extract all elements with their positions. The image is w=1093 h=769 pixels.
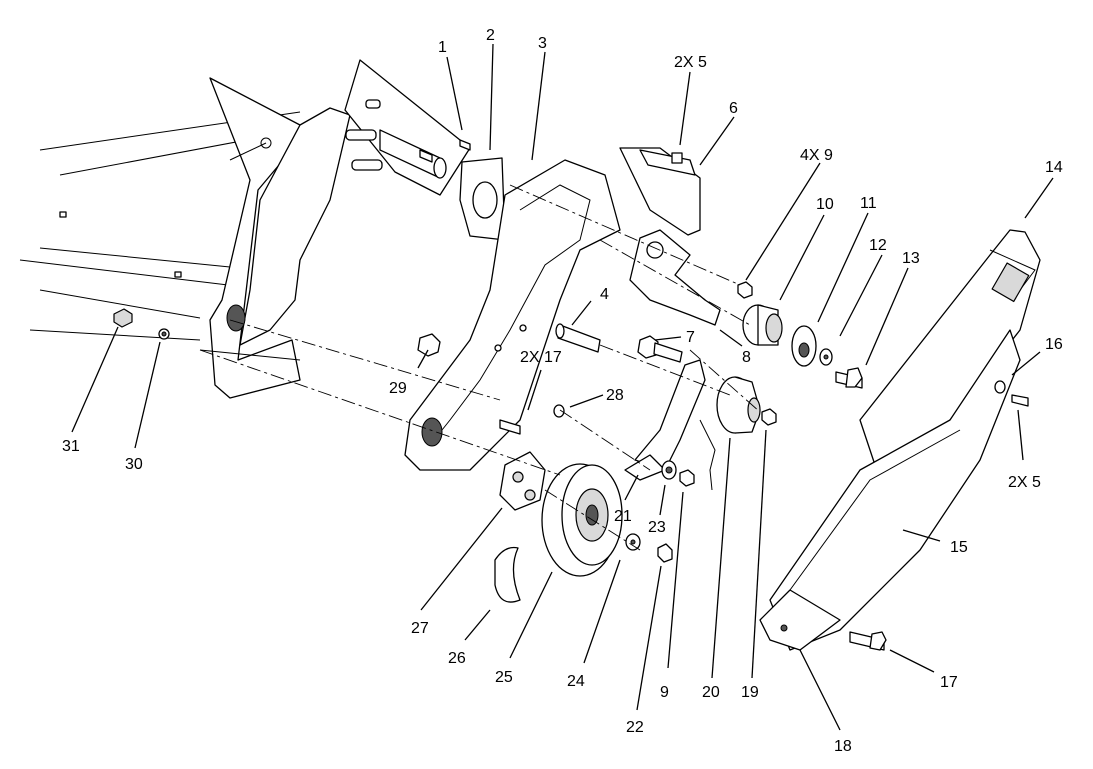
callout-12: 12 — [869, 237, 887, 254]
callout-8: 8 — [742, 349, 751, 366]
callout-10: 10 — [816, 196, 834, 213]
part-15-cover — [769, 329, 1021, 651]
callout-21: 21 — [614, 508, 632, 525]
part-17-bolt — [499, 419, 521, 435]
part-26-key — [494, 546, 521, 603]
callout-25: 25 — [495, 669, 513, 686]
part-29-bolt — [417, 333, 441, 357]
part-22-nut — [657, 543, 673, 563]
part-8-arm — [629, 229, 721, 326]
part-16-washer — [994, 380, 1006, 394]
spring-wire — [699, 419, 716, 491]
callout-24: 24 — [567, 673, 585, 690]
callout-16: 16 — [1045, 336, 1063, 353]
part-31-nut — [113, 308, 133, 328]
callout-4: 4 — [600, 286, 609, 303]
part-3-side-plate — [404, 159, 621, 471]
callout-31: 31 — [62, 438, 80, 455]
callout-15: 15 — [950, 539, 968, 556]
callout-23: 23 — [648, 519, 666, 536]
part-7-bolt — [637, 335, 683, 363]
part-4-spring — [555, 323, 601, 353]
callout-28: 28 — [606, 387, 624, 404]
callout-14: 14 — [1045, 159, 1063, 176]
part-5-screw-right — [1011, 394, 1029, 407]
callout-26: 26 — [448, 650, 466, 667]
callout-30: 30 — [125, 456, 143, 473]
callout-labels: 1 2 3 2X 5 6 4X 9 10 11 12 13 14 4 7 8 2… — [62, 27, 1063, 755]
shaft-assembly — [344, 59, 471, 196]
callout-27: 27 — [411, 620, 429, 637]
callout-22: 22 — [626, 719, 644, 736]
assembly-axes — [199, 184, 761, 551]
part-11-pulley — [791, 325, 817, 367]
part-17-bolt-right — [849, 631, 887, 651]
callout-29: 29 — [389, 380, 407, 397]
callout-2x5-top: 2X 5 — [674, 54, 707, 71]
callout-2: 2 — [486, 27, 495, 44]
part-12-washer — [819, 348, 833, 366]
callout-19: 19 — [741, 684, 759, 701]
part-27-coupling — [499, 451, 546, 511]
callout-18: 18 — [834, 738, 852, 755]
part-9-nut-top — [737, 281, 753, 299]
part-24-washer — [625, 533, 641, 551]
part-25-sheave — [541, 463, 623, 577]
callout-9: 9 — [660, 684, 669, 701]
part-18-cover — [759, 589, 841, 651]
callout-13: 13 — [902, 250, 920, 267]
callout-20: 20 — [702, 684, 720, 701]
callout-11: 11 — [860, 195, 877, 212]
part-13-bolt — [835, 367, 863, 389]
part-30-washer — [158, 328, 170, 340]
callout-17: 17 — [940, 674, 958, 691]
part-9-nut-bottom — [679, 469, 695, 487]
part-10-spacer — [742, 304, 783, 346]
callout-3: 3 — [538, 35, 547, 52]
callout-2x17: 2X 17 — [520, 349, 562, 366]
part-28-washer — [553, 404, 565, 418]
part-19-nut — [761, 408, 777, 426]
part-23-washer — [661, 460, 677, 480]
part-20-idler-pulley — [716, 376, 761, 434]
tiller-housing-left — [19, 77, 351, 399]
callout-1: 1 — [438, 39, 447, 56]
callout-7: 7 — [686, 329, 695, 346]
callout-2x5-right: 2X 5 — [1008, 474, 1041, 491]
part-2-bearing-plate — [459, 157, 506, 241]
part-6-bracket — [619, 147, 701, 236]
callout-4x9: 4X 9 — [800, 147, 833, 164]
leader-lines — [71, 43, 1054, 731]
callout-6: 6 — [729, 100, 738, 117]
